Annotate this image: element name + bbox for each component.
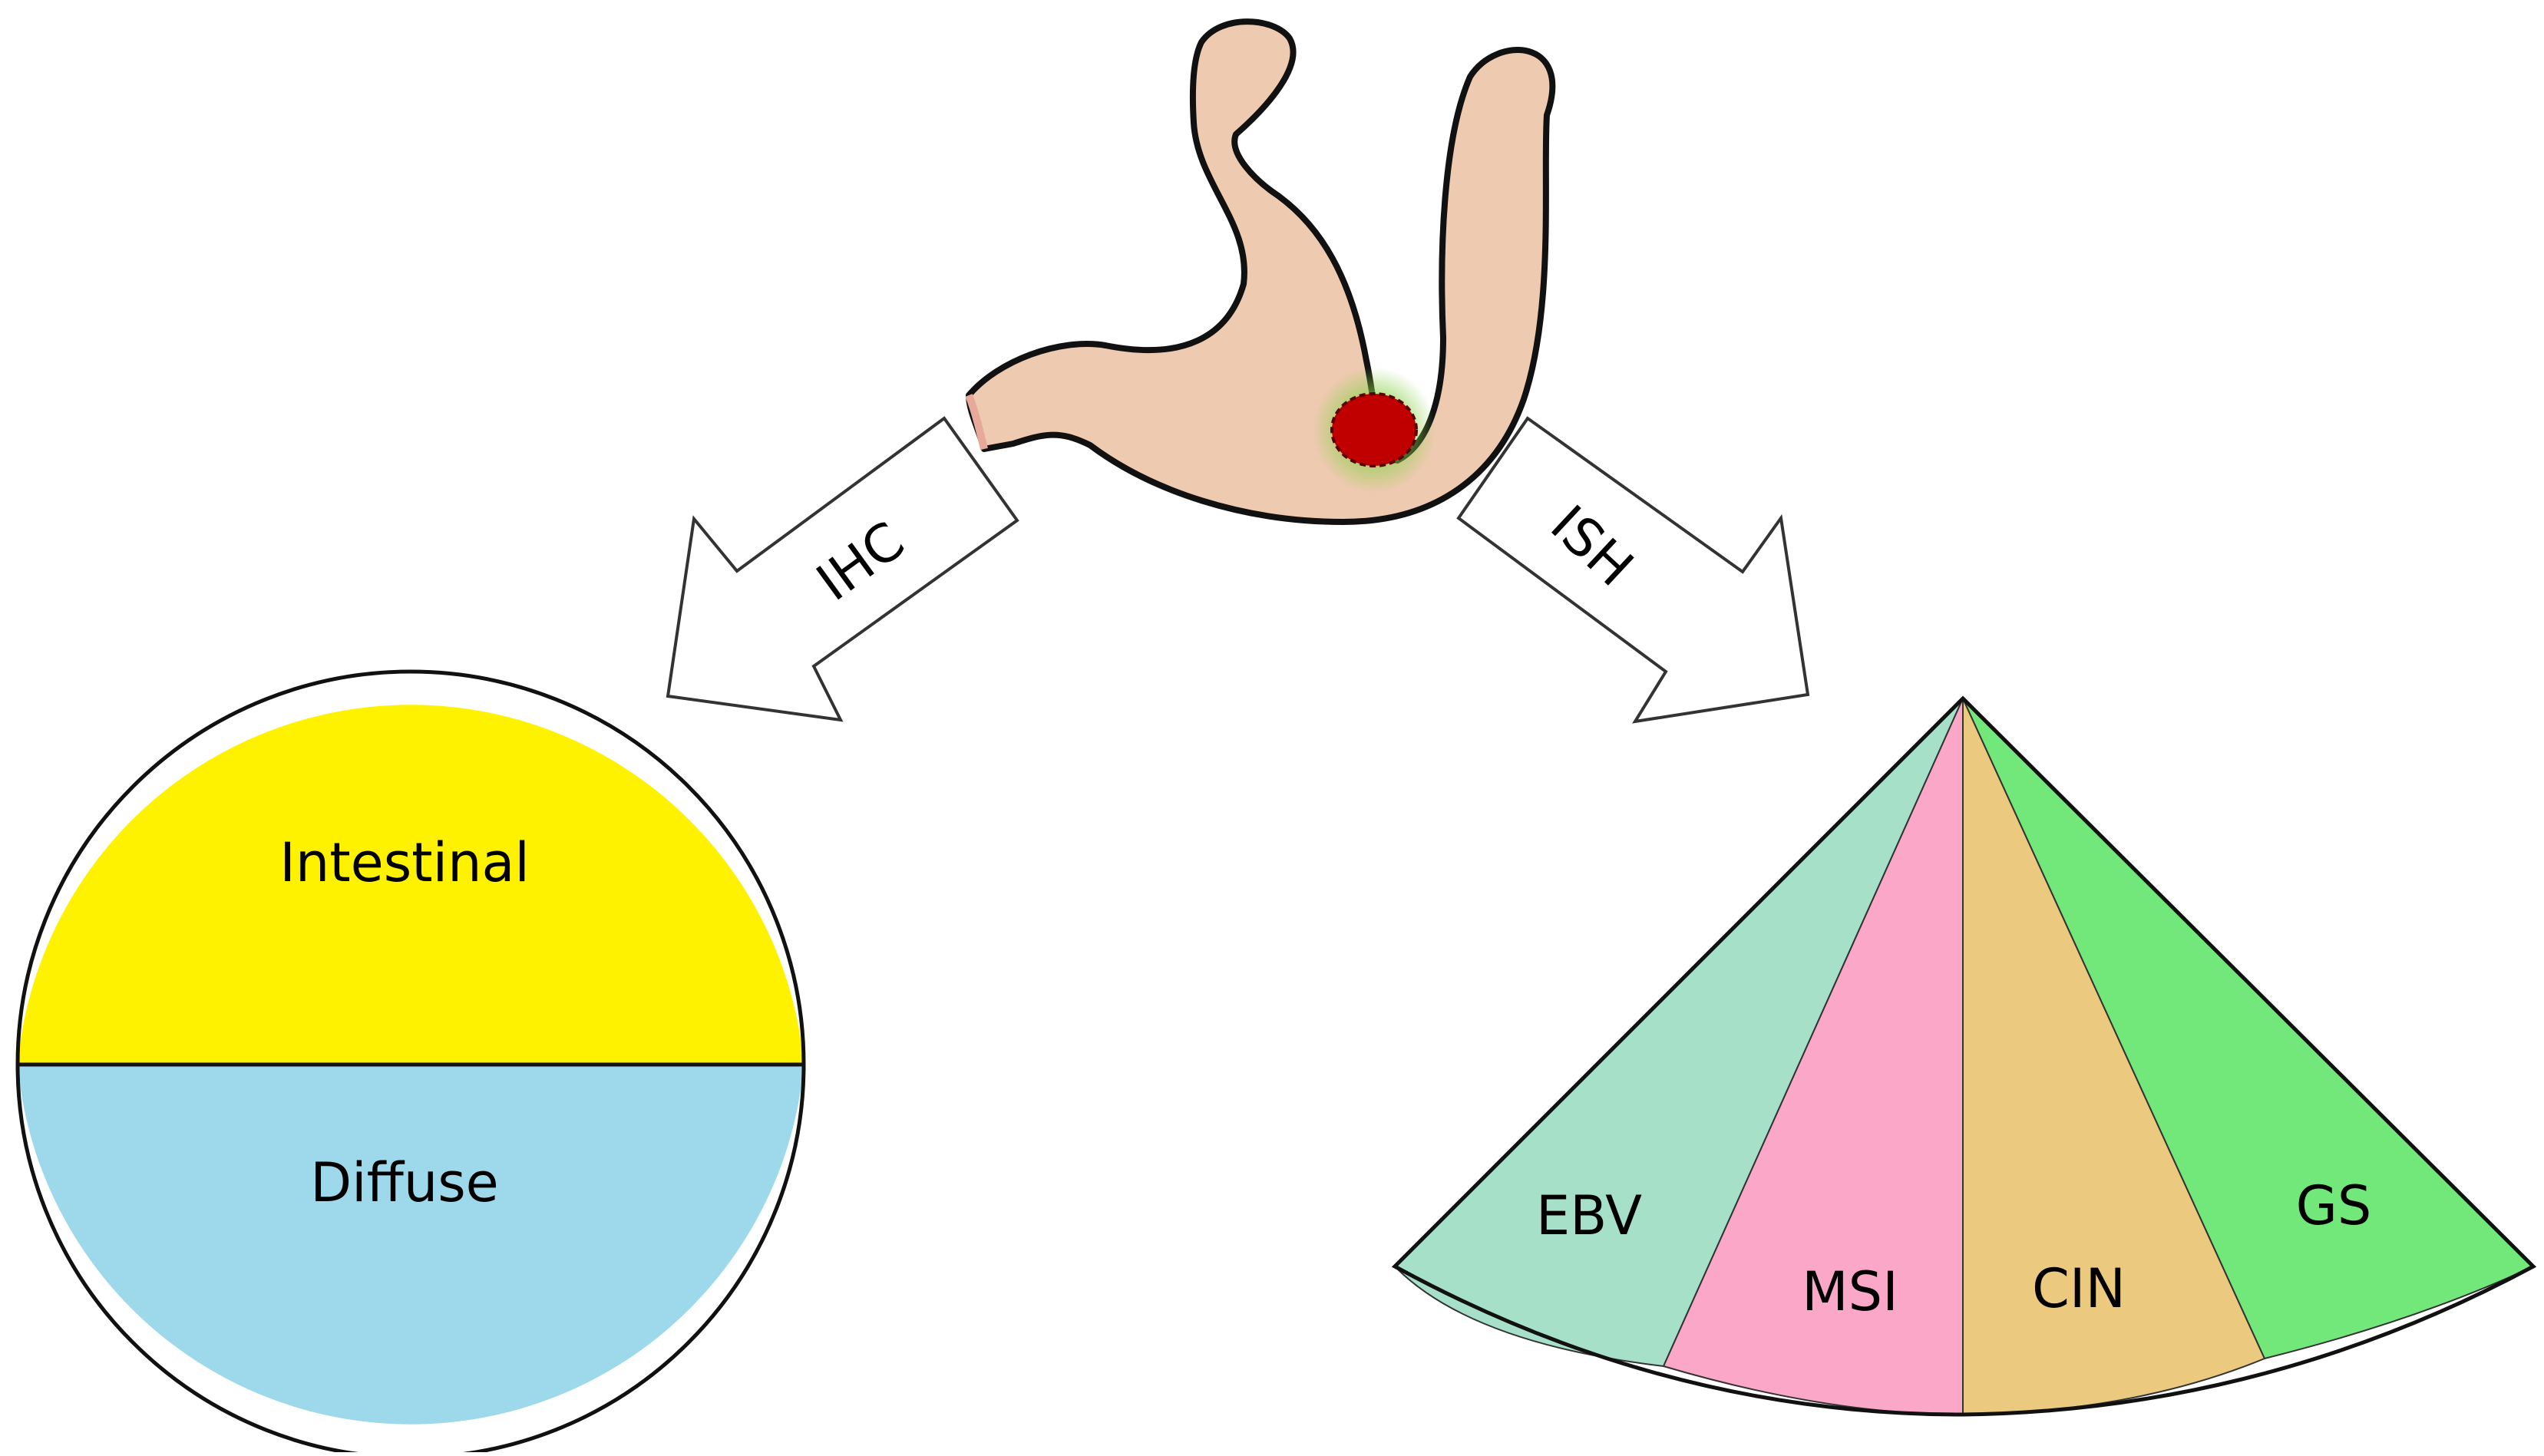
fan-outline [1391,695,2537,1417]
msi-label: MSI [1802,1260,1898,1323]
stomach-body [966,18,1556,525]
diffuse-segment [18,1065,804,1425]
gs-label: GS [2296,1174,2372,1237]
stomach-pylorus-lip [965,394,988,451]
ebv-segment [1393,698,1964,1368]
tumor-mass [1330,392,1418,467]
intestinal-segment [18,705,804,1065]
lauren-classification-circle: Intestinal Diffuse [15,669,806,1456]
ish-arrow: ISH [1456,416,1810,724]
ebv-label: EBV [1536,1184,1642,1247]
ihc-arrow-shape [666,416,1019,722]
stomach-illustration [965,18,1556,525]
ish-arrow-shape [1456,416,1810,724]
ihc-arrow: IHC [666,416,1019,722]
diffuse-label: Diffuse [310,1151,498,1214]
intestinal-label: Intestinal [279,831,530,894]
tcga-subtype-fan: EBV MSI CIN GS [1391,695,2537,1417]
cin-label: CIN [2032,1257,2126,1320]
